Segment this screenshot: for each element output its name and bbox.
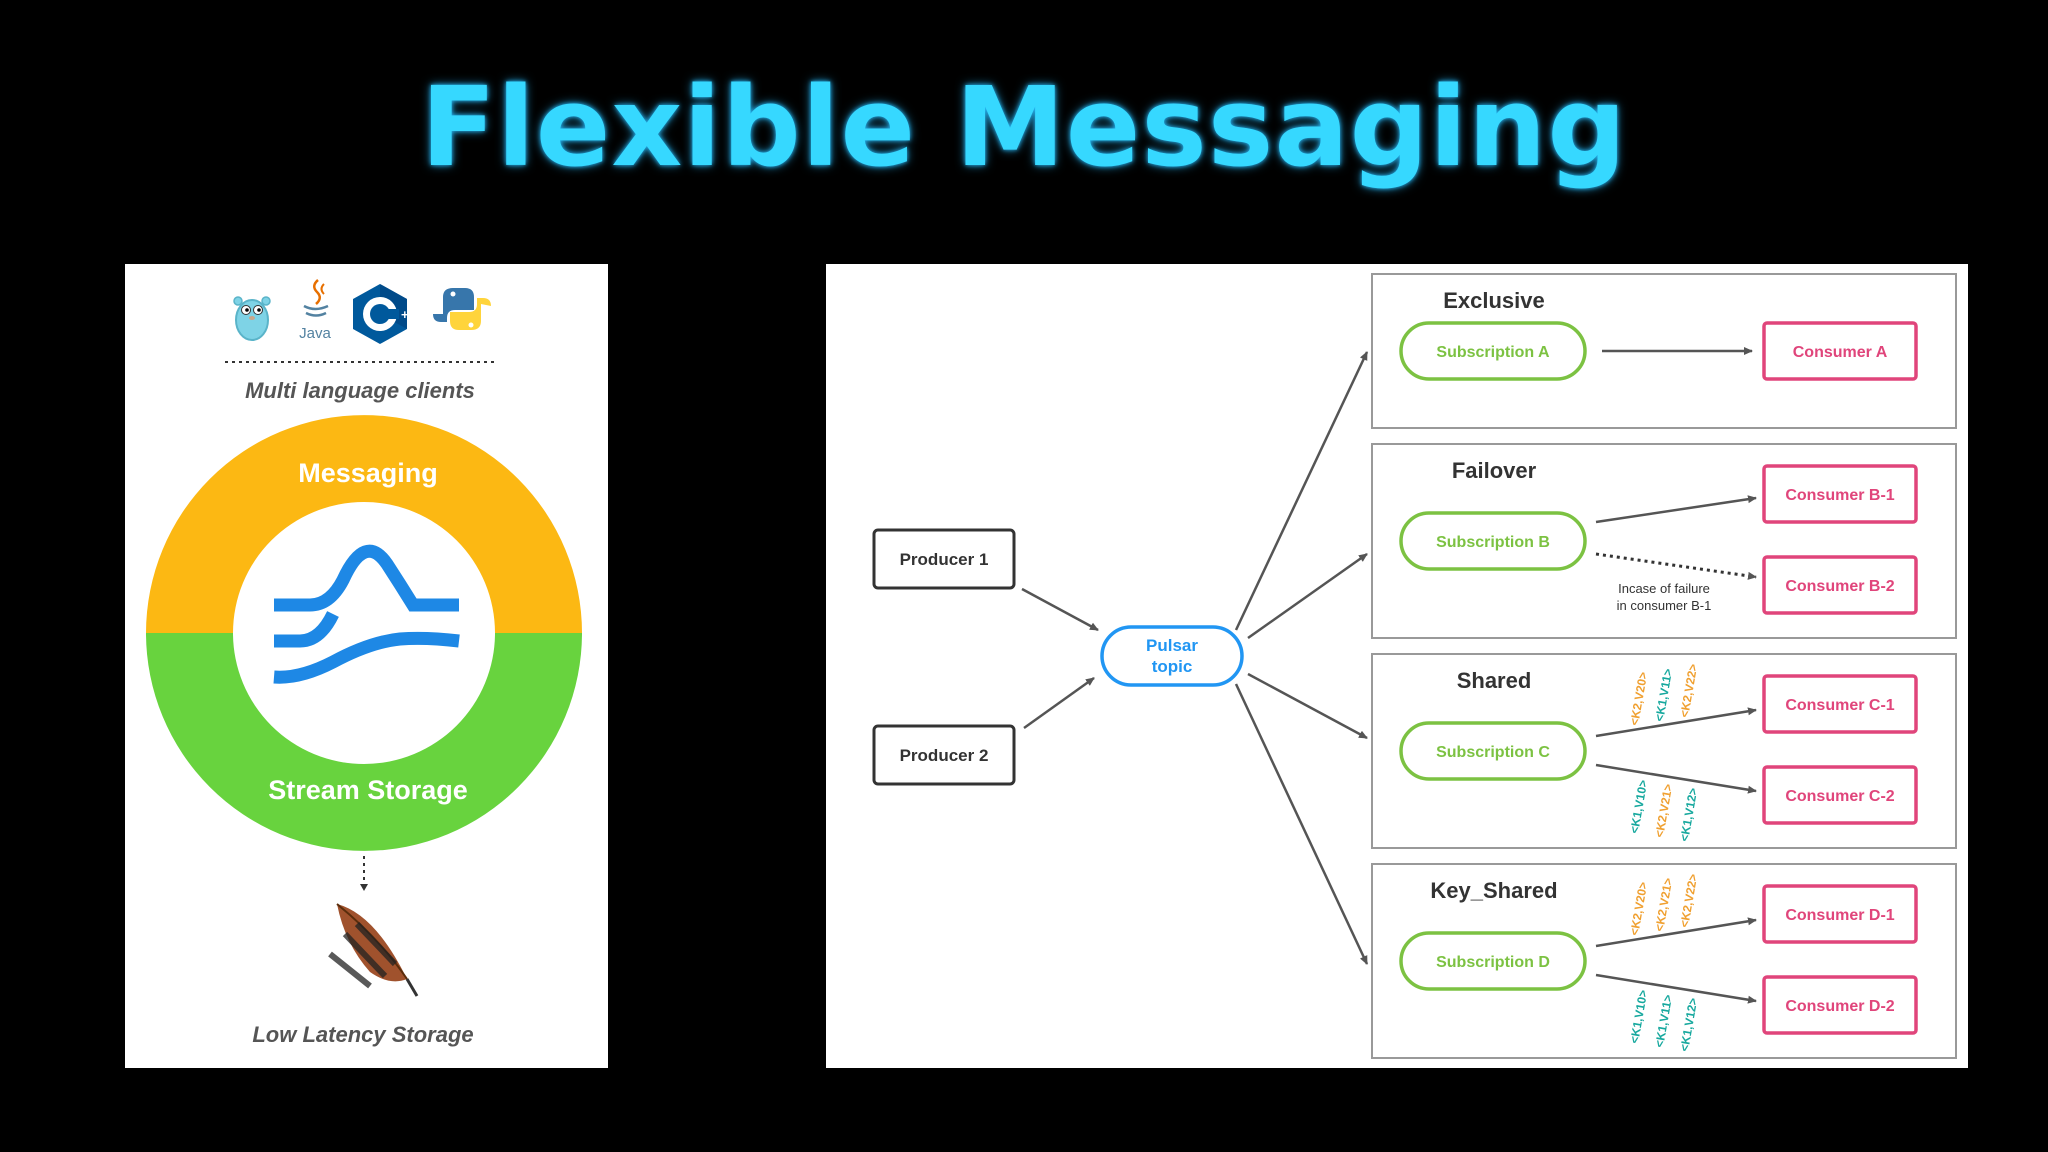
clients-label: Multi language clients — [245, 378, 475, 403]
feather-icon — [328, 903, 419, 997]
producer-1-arrow — [1021, 587, 1099, 632]
failover-group — [1371, 443, 1957, 639]
pulsar-logo-icon — [273, 544, 460, 684]
consumer-b-2 — [1762, 555, 1918, 615]
sub-c-to-consumer-c1-arrow — [1595, 707, 1757, 738]
consumer-c-1-label: Consumer C-1 — [1785, 697, 1894, 714]
sub-d-to-consumer-d2-arrow — [1595, 973, 1757, 1004]
exclusive-title: Exclusive — [1443, 288, 1545, 313]
subscription-diagram-panel: Exclusive Failover Shared Key_Shared Pro… — [826, 264, 1968, 1068]
subscription-b — [1399, 511, 1587, 571]
msg-shared-top-2: <K1,V11> — [1652, 668, 1675, 723]
slide-title: Flexible Messaging — [420, 63, 1628, 191]
subscription-d — [1399, 931, 1587, 991]
msg-shared-bottom-1: <K1,V10> — [1627, 779, 1650, 835]
low-latency-label: Low Latency Storage — [252, 1022, 473, 1047]
subscription-c-label: Subscription C — [1436, 744, 1550, 761]
producer-1-label: Producer 1 — [900, 550, 989, 569]
pulsar-topic-node — [1100, 625, 1244, 687]
consumer-a-label: Consumer A — [1793, 344, 1888, 361]
sub-c-to-consumer-c2-arrow — [1595, 763, 1757, 794]
consumer-b-1-label: Consumer B-1 — [1785, 487, 1894, 504]
java-label: Java — [299, 325, 331, 342]
subscription-c — [1399, 721, 1587, 781]
consumer-b-1 — [1762, 464, 1918, 524]
failure-note-1: Incase of failure — [1618, 581, 1710, 596]
producer-2-label: Producer 2 — [900, 746, 989, 765]
msg-key-top-3: <K2,V22> — [1677, 873, 1700, 929]
exclusive-group — [1371, 273, 1957, 429]
shared-title: Shared — [1457, 668, 1532, 693]
pulsar-topic-label-2: topic — [1152, 657, 1193, 676]
svg-text:+: + — [401, 307, 409, 322]
gopher-icon — [233, 296, 271, 341]
consumer-c-2-label: Consumer C-2 — [1785, 788, 1894, 805]
architecture-svg: Java + Multi language clients — [146, 279, 582, 1047]
shared-group — [1371, 653, 1957, 849]
subscription-a-label: Subscription A — [1436, 344, 1550, 361]
architecture-panel: Java + Multi language clients — [125, 264, 608, 1068]
key-shared-group — [1371, 863, 1957, 1059]
pulsar-topic-label-1: Pulsar — [1146, 636, 1198, 655]
msg-key-top-2: <K2,V21> — [1652, 877, 1675, 933]
storage-ring — [146, 633, 582, 851]
failure-note-2: in consumer B-1 — [1617, 598, 1712, 613]
producer-2-box — [872, 724, 1016, 786]
subscription-d-label: Subscription D — [1436, 954, 1550, 971]
topic-to-d-arrow — [1234, 683, 1369, 965]
pulsar-logo-background — [243, 512, 485, 754]
subscription-b-label: Subscription B — [1436, 534, 1550, 551]
messaging-ring — [146, 415, 582, 633]
producer-2-arrow — [1023, 676, 1095, 730]
failover-title: Failover — [1452, 458, 1537, 483]
consumer-a — [1762, 321, 1918, 381]
consumer-b-2-label: Consumer B-2 — [1785, 578, 1894, 595]
msg-key-bottom-3: <K1,V12> — [1677, 997, 1700, 1053]
consumer-d-2 — [1762, 975, 1918, 1035]
consumer-d-2-label: Consumer D-2 — [1785, 998, 1894, 1015]
key-shared-title: Key_Shared — [1430, 878, 1557, 903]
consumer-d-1 — [1762, 884, 1918, 944]
java-icon: Java — [299, 279, 331, 342]
python-icon — [433, 288, 491, 330]
msg-shared-top-3: <K2,V22> — [1677, 663, 1700, 719]
cpp-icon: + — [353, 284, 409, 344]
msg-shared-bottom-2: <K2,V21> — [1652, 783, 1675, 839]
consumer-c-2 — [1762, 765, 1918, 825]
msg-key-bottom-2: <K1,V11> — [1652, 994, 1675, 1049]
sub-d-to-consumer-d1-arrow — [1595, 917, 1757, 948]
sub-b-to-consumer-b1-arrow — [1595, 495, 1757, 524]
msg-key-top-1: <K2,V20> — [1627, 881, 1650, 937]
subscription-diagram-svg: Exclusive Failover Shared Key_Shared Pro… — [872, 273, 1957, 1059]
consumer-c-1 — [1762, 674, 1918, 734]
topic-to-b-arrow — [1247, 552, 1368, 640]
topic-to-a-arrow — [1234, 351, 1369, 631]
consumer-d-1-label: Consumer D-1 — [1785, 907, 1894, 924]
messaging-label: Messaging — [298, 458, 438, 488]
msg-shared-bottom-3: <K1,V12> — [1677, 787, 1700, 843]
topic-to-c-arrow — [1247, 672, 1368, 740]
sub-b-to-consumer-b2-failover-arrow — [1595, 552, 1757, 580]
msg-key-bottom-1: <K1,V10> — [1627, 989, 1650, 1045]
msg-shared-top-1: <K2,V20> — [1627, 671, 1650, 727]
subscription-a — [1399, 321, 1587, 381]
producer-1-box — [872, 528, 1016, 590]
storage-label: Stream Storage — [268, 775, 468, 805]
